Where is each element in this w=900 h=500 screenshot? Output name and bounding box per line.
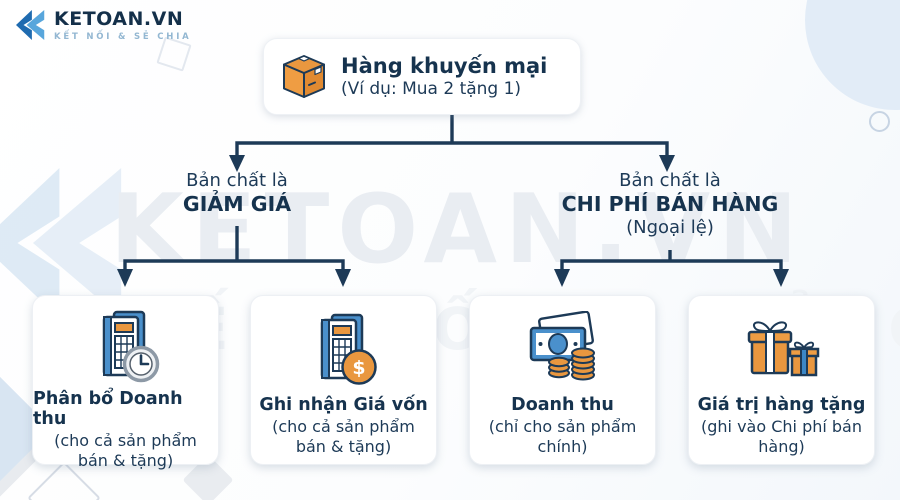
gift-boxes-icon xyxy=(747,321,819,377)
card-gift-value-subtitle: (ghi vào Chi phí bán hàng) xyxy=(701,417,862,456)
card-revenue-title: Doanh thu xyxy=(511,395,614,415)
card-cogs-recognition-subtitle: (cho cả sản phẩm bán & tặng) xyxy=(272,417,415,456)
brand-text: KETOAN.VN KẾT NỐI & SẺ CHIA xyxy=(54,8,192,43)
card-icon-wrap: $ xyxy=(302,308,386,394)
calculator-clock-icon xyxy=(102,310,159,383)
package-box-icon xyxy=(283,54,325,98)
card-revenue-allocation-subtitle: (cho cả sản phẩm bán & tặng) xyxy=(54,431,197,470)
card-icon-wrap xyxy=(521,308,605,394)
decor-circle xyxy=(805,0,900,110)
card-gift-value-title: Giá trị hàng tặng xyxy=(697,395,866,415)
card-revenue-subtitle: (chỉ cho sản phẩm chính) xyxy=(488,417,637,456)
card-gift-value: Giá trị hàng tặng (ghi vào Chi phí bán h… xyxy=(688,295,875,465)
brand-tagline: KẾT NỐI & SẺ CHIA xyxy=(54,32,192,42)
brand-logo: KETOAN.VN KẾT NỐI & SẺ CHIA xyxy=(16,10,192,42)
branch-selling-expense: Bản chất là CHI PHÍ BÁN HÀNG (Ngoại lệ) xyxy=(540,170,800,238)
svg-text:$: $ xyxy=(352,357,365,379)
brand-name: KETOAN.VN xyxy=(54,8,184,30)
card-cogs-recognition-title: Ghi nhận Giá vốn xyxy=(259,395,428,415)
card-icon-wrap xyxy=(84,308,168,388)
money-coins-icon xyxy=(529,311,595,381)
branch-discount-title: GIẢM GIÁ xyxy=(182,192,292,216)
watermark-k-mark xyxy=(0,168,122,318)
decor-ring xyxy=(869,111,890,132)
branch-selling-expense-prefix: Bản chất là xyxy=(619,170,721,191)
card-cogs-recognition: $ Ghi nhận Giá vốn (cho cả sản phẩm bán … xyxy=(250,295,437,465)
root-node-text: Hàng khuyến mại (Ví dụ: Mua 2 tặng 1) xyxy=(341,54,547,100)
calculator-dollar-icon: $ xyxy=(320,313,377,385)
card-revenue-allocation: Phân bổ Doanh thu (cho cả sản phẩm bán &… xyxy=(32,295,219,470)
root-node-promotional-goods: Hàng khuyến mại (Ví dụ: Mua 2 tặng 1) xyxy=(263,38,581,115)
card-icon-wrap xyxy=(740,308,824,394)
branch-discount-prefix: Bản chất là xyxy=(186,170,288,191)
root-subtitle: (Ví dụ: Mua 2 tặng 1) xyxy=(341,78,522,99)
brand-k-icon xyxy=(16,10,45,40)
card-revenue: Doanh thu (chỉ cho sản phẩm chính) xyxy=(469,295,656,465)
branch-selling-expense-note: (Ngoại lệ) xyxy=(626,217,714,238)
branch-selling-expense-title: CHI PHÍ BÁN HÀNG xyxy=(561,192,779,216)
branch-discount: Bản chất là GIẢM GIÁ xyxy=(132,170,342,216)
card-revenue-allocation-title: Phân bổ Doanh thu xyxy=(33,389,183,429)
root-title: Hàng khuyến mại xyxy=(341,53,548,78)
